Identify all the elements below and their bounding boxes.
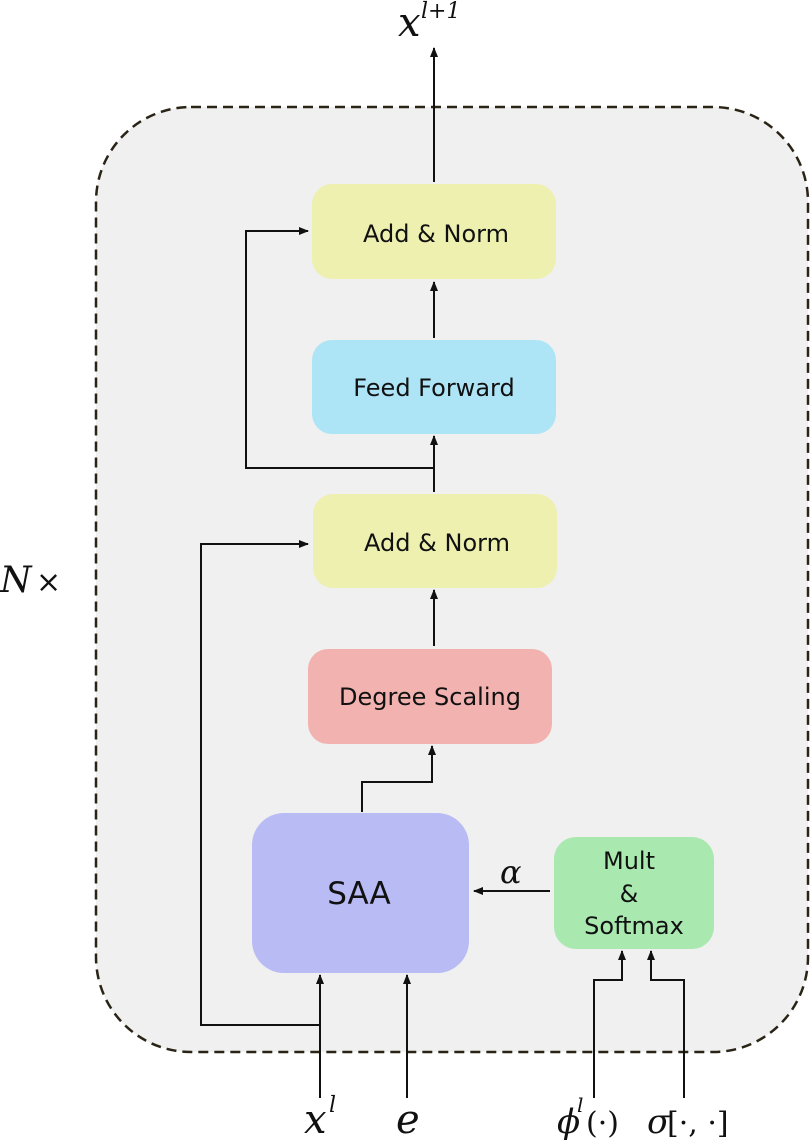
input-phi-label: ϕ l (·) — [557, 1093, 619, 1140]
input-sigma: σ — [647, 1102, 671, 1140]
mult-softmax-line-1: Mult — [603, 847, 655, 875]
input-e: e — [396, 1097, 420, 1140]
sigma-input-arrow — [647, 950, 685, 1098]
degree-scaling-block: Degree Scaling — [308, 649, 552, 744]
input-sigma-label: σ [·, ·] — [647, 1102, 729, 1140]
residual-ff-arrow — [245, 227, 434, 469]
mult-softmax-line-3: Softmax — [584, 912, 684, 940]
add-norm-top-block: Add & Norm — [312, 184, 556, 279]
input-x-label: x l — [304, 1093, 336, 1140]
residual-input-arrow — [200, 540, 320, 1026]
saa-to-scaling-arrow — [361, 745, 436, 812]
output-label: x l+1 — [398, 0, 460, 46]
phi-input-arrow — [593, 950, 626, 1098]
feed-forward-label: Feed Forward — [353, 374, 514, 402]
input-phi-arg: (·) — [586, 1106, 619, 1140]
repeat-n: N — [0, 560, 33, 601]
repeat-count-label: N × — [0, 560, 61, 601]
output-x: x — [398, 0, 421, 46]
mult-softmax-block: Mult & Softmax — [554, 837, 714, 949]
input-phi: ϕ — [557, 1102, 580, 1140]
add-norm-bottom-label: Add & Norm — [364, 529, 510, 557]
saa-label: SAA — [327, 876, 391, 912]
degree-scaling-label: Degree Scaling — [339, 683, 521, 711]
connections — [200, 47, 685, 1098]
feed-forward-block: Feed Forward — [312, 340, 556, 434]
input-x-superscript: l — [329, 1093, 336, 1118]
output-superscript: l+1 — [421, 0, 460, 24]
mult-softmax-line-2: & — [620, 880, 639, 908]
add-norm-top-label: Add & Norm — [363, 220, 509, 248]
input-sigma-arg: [·, ·] — [667, 1106, 729, 1140]
repeat-times: × — [36, 565, 61, 600]
saa-block: SAA — [252, 813, 469, 973]
add-norm-bottom-block: Add & Norm — [313, 494, 557, 588]
input-x: x — [304, 1097, 327, 1140]
alpha-label: α — [500, 853, 522, 891]
input-phi-superscript: l — [577, 1093, 583, 1117]
